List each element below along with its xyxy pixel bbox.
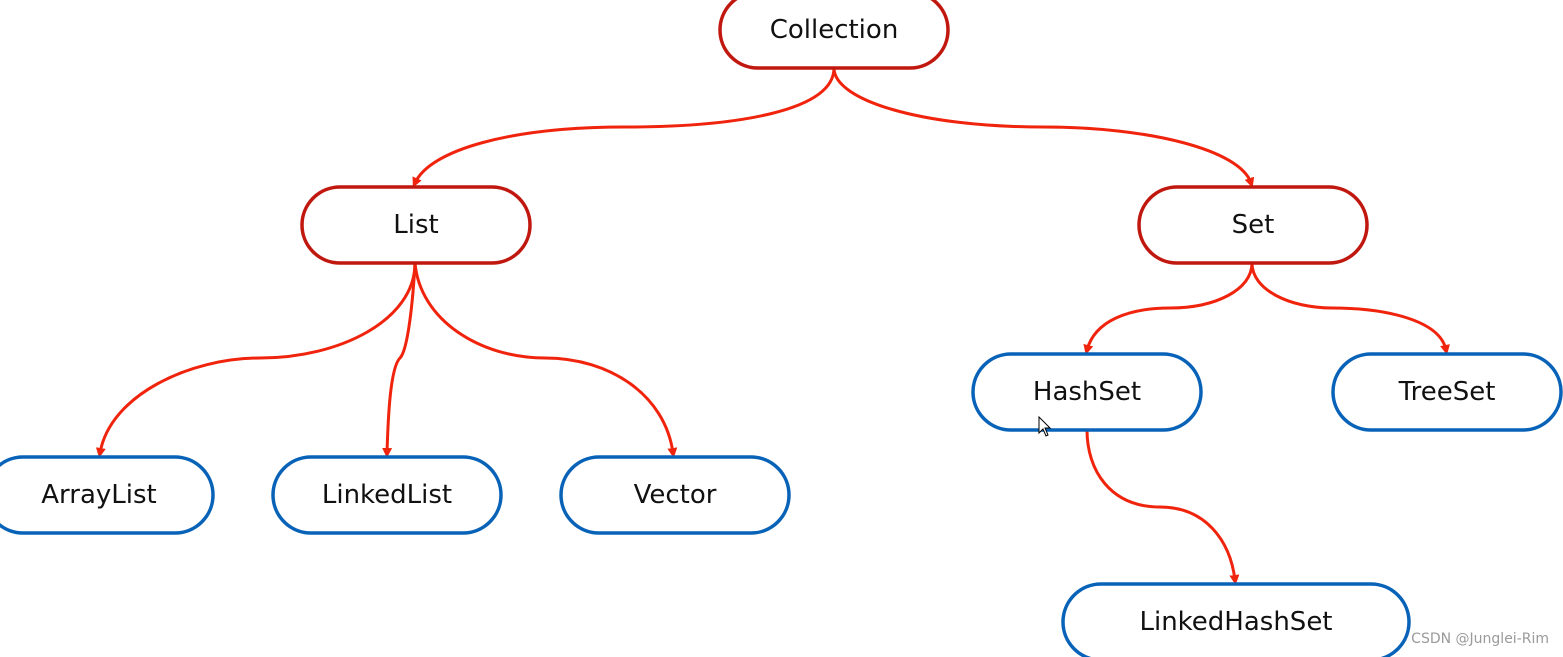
node-hashset-shape (971, 352, 1203, 432)
node-linkedhashset: LinkedHashSet (1061, 582, 1411, 657)
node-vector: Vector (559, 455, 791, 535)
edge-hashset-to-linkedhashset (1085, 429, 1240, 585)
edge-list-to-vector (413, 262, 678, 458)
node-list-label: List (393, 210, 438, 240)
node-arraylist-shape (0, 455, 215, 535)
node-linkedlist-label: LinkedList (322, 480, 452, 510)
edge-list-to-linkedlist (382, 262, 417, 458)
node-treeset-label: TreeSet (1398, 377, 1496, 407)
edges (95, 67, 1450, 585)
node-hashset: HashSet (971, 352, 1203, 432)
node-vector-label: Vector (634, 480, 717, 510)
node-arraylist-label: ArrayList (41, 480, 156, 510)
edge-set-to-treeset (1250, 262, 1450, 355)
node-collection-label: Collection (770, 15, 899, 45)
node-linkedlist: LinkedList (271, 455, 503, 535)
node-hashset-label: HashSet (1033, 377, 1141, 407)
node-treeset: TreeSet (1331, 352, 1563, 432)
node-set-label: Set (1232, 210, 1275, 240)
node-linkedhashset-shape (1061, 582, 1411, 657)
edge-collection-to-set (832, 67, 1255, 188)
node-list-shape (300, 185, 532, 265)
edge-list-to-arraylist (95, 262, 417, 458)
node-arraylist: ArrayList (0, 455, 215, 535)
node-vector-shape (559, 455, 791, 535)
watermark: CSDN @Junglei-Rim (1411, 631, 1549, 647)
node-set-shape (1137, 185, 1369, 265)
edge-collection-to-list (412, 67, 836, 188)
node-collection-shape (718, 0, 950, 70)
node-list: List (300, 185, 532, 265)
edge-set-to-hashset (1083, 262, 1254, 355)
arrow-cursor-icon (1038, 416, 1052, 437)
node-collection: Collection (718, 0, 950, 70)
node-set: Set (1137, 185, 1369, 265)
node-linkedlist-shape (271, 455, 503, 535)
node-linkedhashset-label: LinkedHashSet (1139, 607, 1332, 637)
node-treeset-shape (1331, 352, 1563, 432)
